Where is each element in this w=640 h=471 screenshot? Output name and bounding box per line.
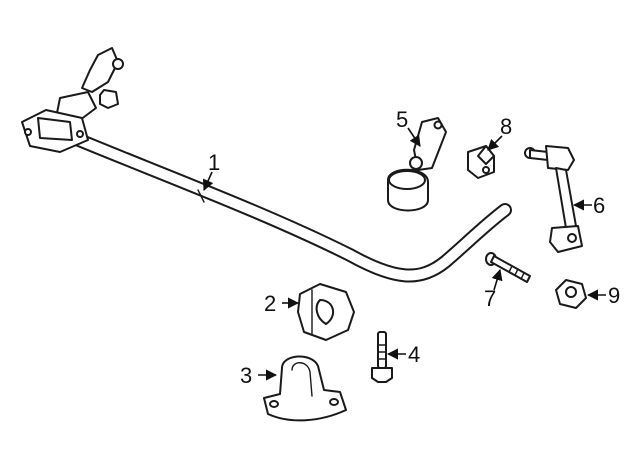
leader-7 — [491, 268, 503, 291]
stabilizer-bushing — [297, 283, 355, 341]
leader-lines — [202, 127, 606, 381]
bolt-7 — [485, 252, 531, 283]
bar-bracket-left — [21, 109, 89, 153]
bolt-4 — [371, 331, 393, 383]
bar-end-link-assembly — [55, 47, 124, 121]
callout-3: 3 — [240, 363, 252, 388]
stabilizer-bar — [48, 123, 512, 283]
callout-2: 2 — [264, 291, 276, 316]
bushing-clamp — [263, 355, 347, 422]
callout-7: 7 — [484, 286, 496, 311]
nut — [555, 279, 587, 309]
callout-1: 1 — [208, 150, 220, 175]
callout-8: 8 — [500, 114, 512, 139]
callout-9: 9 — [608, 283, 620, 308]
callout-4: 4 — [408, 342, 420, 367]
callout-labels: 1 2 3 4 5 6 7 8 9 — [208, 107, 620, 388]
bar-bracket — [387, 117, 447, 212]
callout-5: 5 — [396, 107, 408, 132]
leader-8 — [487, 135, 503, 151]
small-bushing — [467, 145, 495, 179]
leader-5 — [407, 127, 421, 147]
callout-6: 6 — [593, 193, 605, 218]
leader-1 — [202, 171, 214, 192]
stabilizer-link — [524, 145, 583, 253]
